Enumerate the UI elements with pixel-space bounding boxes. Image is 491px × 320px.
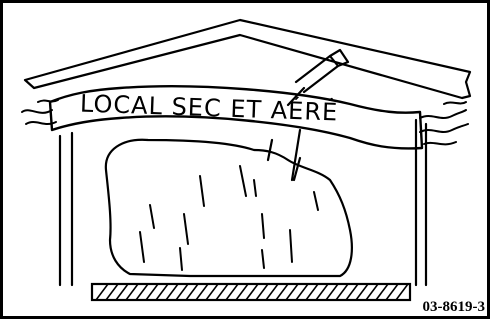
pallet-hatching: [96, 284, 408, 300]
banner-right-waves: [420, 102, 468, 144]
sack-folds: [140, 166, 318, 270]
left-wall: [60, 133, 72, 285]
roof-outline: [25, 20, 470, 98]
figure-code: 03-8619-3: [423, 299, 486, 316]
banner-left-waves: [22, 100, 58, 124]
